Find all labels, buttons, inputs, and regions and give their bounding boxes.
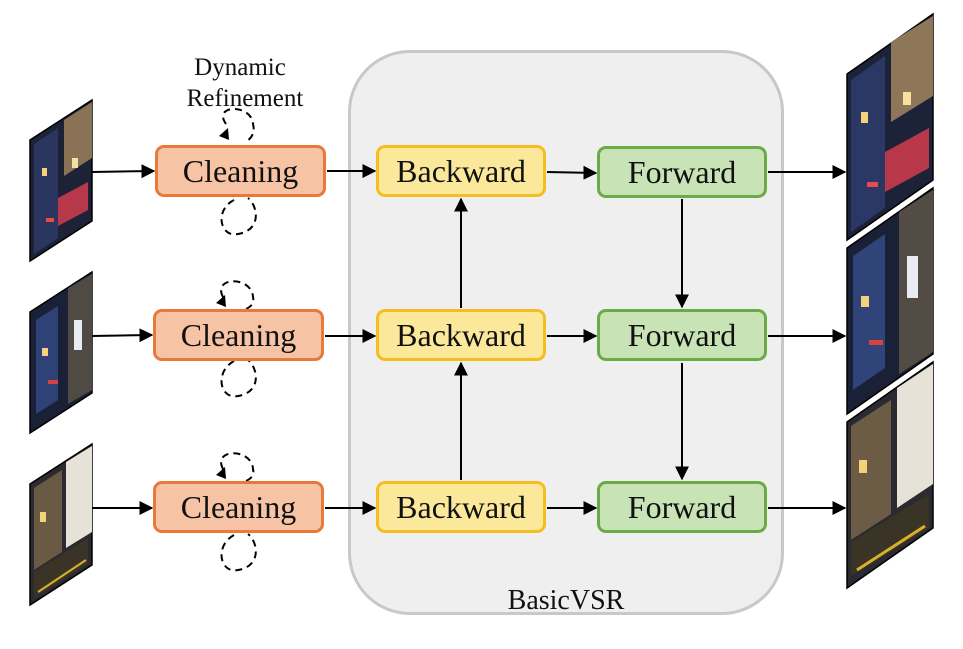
refinement-loop-3 bbox=[220, 452, 257, 572]
refinement-loop-1 bbox=[220, 108, 257, 236]
forward-module-1: Forward bbox=[597, 146, 767, 198]
annotation-line-1: Dynamic bbox=[194, 54, 286, 81]
backward-module-2: Backward bbox=[376, 309, 546, 361]
annotation-line-2: Refinement bbox=[186, 85, 304, 112]
night-street-photo-icon bbox=[846, 186, 934, 416]
cleaning-module-1: Cleaning bbox=[155, 145, 326, 197]
backward-module-3: Backward bbox=[376, 481, 546, 533]
refinement-arrowhead-3 bbox=[216, 467, 226, 479]
input-frame-1 bbox=[29, 98, 93, 263]
night-street-photo-icon bbox=[846, 360, 934, 590]
night-street-photo-icon bbox=[29, 270, 93, 435]
forward-module-2: Forward bbox=[597, 309, 767, 361]
basicvsr-label: BasicVSR bbox=[507, 585, 625, 616]
refinement-arrowhead-1 bbox=[219, 128, 229, 140]
forward-module-3: Forward bbox=[597, 481, 767, 533]
arrow-backward-to-forward-1 bbox=[546, 165, 598, 180]
night-street-photo-icon bbox=[29, 98, 93, 263]
cleaning-module-3: Cleaning bbox=[153, 481, 324, 533]
arrow-input-to-cleaning-1 bbox=[91, 164, 156, 179]
output-frame-1 bbox=[846, 12, 934, 242]
input-frame-3 bbox=[29, 442, 93, 607]
refinement-arrowhead-2 bbox=[216, 295, 226, 307]
refinement-loop-2 bbox=[220, 280, 257, 398]
night-street-photo-icon bbox=[846, 12, 934, 242]
arrow-input-to-cleaning-2 bbox=[91, 328, 154, 343]
night-street-photo-icon bbox=[29, 442, 93, 607]
output-frame-3 bbox=[846, 360, 934, 590]
input-frame-2 bbox=[29, 270, 93, 435]
backward-module-1: Backward bbox=[376, 145, 546, 197]
cleaning-module-2: Cleaning bbox=[153, 309, 324, 361]
output-frame-2 bbox=[846, 186, 934, 416]
